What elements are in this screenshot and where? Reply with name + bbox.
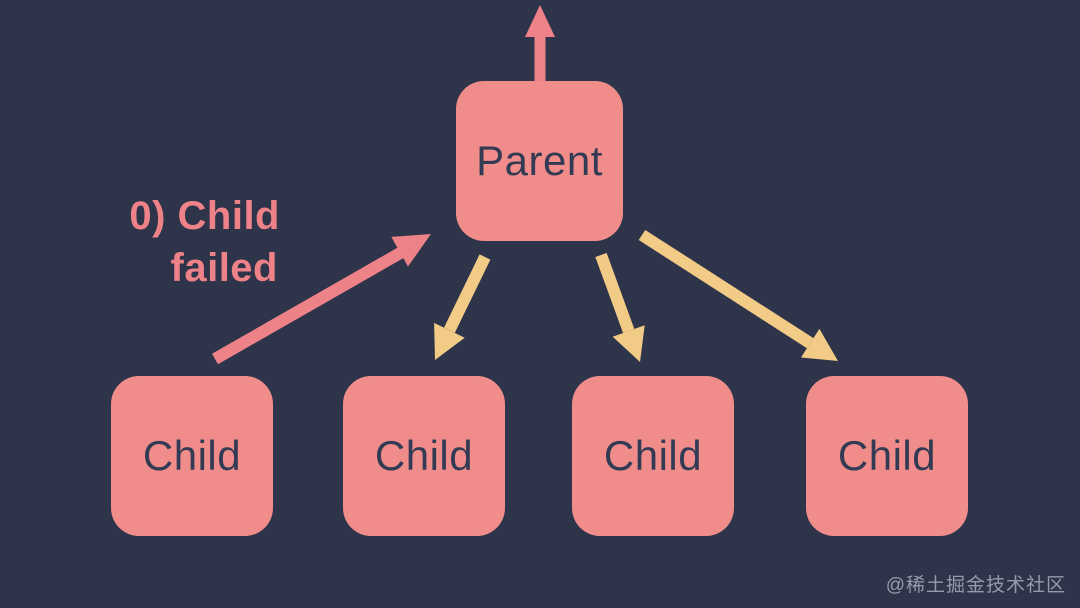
child-node-2: Child	[343, 376, 505, 536]
restart-arrow-1	[434, 254, 491, 360]
child-failed-annotation: 0) Child failed	[60, 190, 280, 294]
parent-node: Parent	[456, 81, 623, 241]
child-node-4: Child	[806, 376, 968, 536]
restart-arrow-3	[638, 229, 838, 361]
child-node-3: Child	[572, 376, 734, 536]
child-node-1: Child	[111, 376, 273, 536]
escalate-up-arrow	[525, 5, 555, 82]
parent-node-label: Parent	[476, 137, 603, 184]
annotation-line-1: 0) Child	[129, 194, 280, 238]
child-failed-arrow	[212, 234, 431, 365]
restart-arrow-2	[595, 252, 645, 362]
watermark: @稀土掘金技术社区	[885, 575, 1066, 596]
child-node-4-label: Child	[837, 432, 937, 479]
child-node-3-label: Child	[603, 432, 703, 479]
child-node-1-label: Child	[142, 432, 242, 479]
child-node-2-label: Child	[374, 432, 474, 479]
annotation-line-2: failed	[170, 246, 278, 290]
